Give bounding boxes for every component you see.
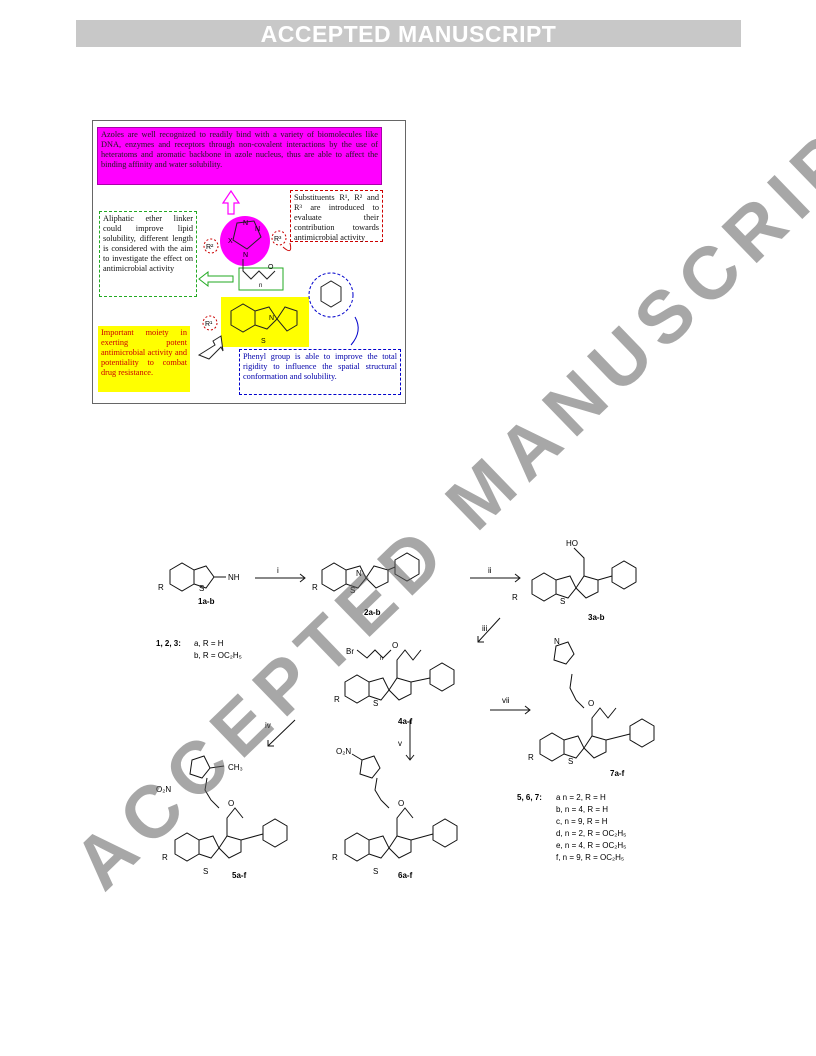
legend-567-a: a n = 2, R = H	[556, 793, 606, 802]
moiety-box: Important moiety in exerting potent anti…	[98, 326, 190, 392]
c5-o-label: O	[228, 799, 234, 808]
linker-n-label: n	[259, 283, 262, 289]
azole-n-label: N	[243, 220, 248, 227]
legend-567-d: d, n = 2, R = OC₂H₅	[556, 829, 626, 838]
legend-567-f: f, n = 9, R = OC₂H₅	[556, 853, 624, 862]
compound-5-label: 5a-f	[232, 871, 247, 880]
compound-4-label: 4a-f	[398, 717, 413, 726]
compound-3-label: 3a-b	[588, 613, 605, 622]
c5-r-label: R	[162, 853, 168, 862]
c6-r-label: R	[332, 853, 338, 862]
c4-s-label: S	[373, 699, 378, 708]
legend-567-c: c, n = 9, R = H	[556, 817, 608, 826]
compound-2-label: 2a-b	[364, 608, 381, 617]
linker-text: Aliphatic ether linker could improve lip…	[103, 214, 193, 273]
legend-567-e: e, n = 4, R = OC₂H₅	[556, 841, 626, 850]
c3-r-label: R	[512, 593, 518, 602]
legend-123-head: 1, 2, 3:	[156, 639, 181, 648]
c4-n-label: n	[380, 656, 383, 662]
azole-n-label-2: N	[255, 226, 260, 233]
r3-label: R³	[274, 236, 282, 243]
c2-r-label: R	[312, 583, 318, 592]
substituents-text: Substituents R¹, R² and R³ are introduce…	[294, 193, 379, 242]
c6-s-label: S	[373, 867, 378, 876]
c1-nh2-label: NH	[228, 573, 240, 582]
legend-567-b: b, n = 4, R = H	[556, 805, 608, 814]
abstract-n-label: N	[269, 315, 274, 322]
azole-n-label-3: N	[243, 252, 248, 259]
graphical-abstract: Azoles are well recognized to readily bi…	[92, 120, 406, 404]
c6-o2n-label: O₂N	[336, 747, 351, 756]
c1-r-label: R	[158, 583, 164, 592]
legend-123-b: b, R = OC₂H₅	[194, 651, 242, 660]
linker-o-label: O	[268, 264, 274, 271]
reagent-i: i	[277, 566, 279, 575]
c3-ho-label: HO	[566, 539, 578, 548]
c7-n-label: N	[554, 637, 560, 646]
reagent-v: v	[398, 739, 402, 748]
accepted-manuscript-banner: ACCEPTED MANUSCRIPT	[76, 20, 741, 47]
moiety-text: Important moiety in exerting potent anti…	[101, 328, 187, 377]
phenyl-box: Phenyl group is able to improve the tota…	[239, 349, 401, 395]
compound-7-label: 7a-f	[610, 769, 625, 778]
abstract-structure: N N X N R² R³ O n S N R¹	[197, 189, 359, 360]
reagent-iii: iii	[482, 624, 488, 633]
c5-s-label: S	[203, 867, 208, 876]
c2-n-label: N	[356, 569, 362, 578]
c4-o-label: O	[392, 641, 398, 650]
r1-label: R¹	[205, 321, 213, 328]
c5-ch3-label: CH₃	[228, 763, 243, 772]
legend-567-head: 5, 6, 7:	[517, 793, 542, 802]
c7-r-label: R	[528, 753, 534, 762]
c4-r-label: R	[334, 695, 340, 704]
c1-s-label: S	[199, 584, 204, 593]
azole-x-label: X	[228, 238, 233, 245]
substituents-box: Substituents R¹, R² and R³ are introduce…	[290, 190, 383, 242]
c5-o2n-label: O₂N	[156, 785, 171, 794]
abstract-s-label: S	[261, 338, 266, 345]
synthesis-scheme: R NH S 1a-b i R S N 2a-b ii HO R S 3a-b …	[156, 539, 655, 880]
compound-6-label: 6a-f	[398, 871, 413, 880]
reagent-iv: iv	[265, 721, 271, 730]
compound-1-label: 1a-b	[198, 597, 215, 606]
c3-s-label: S	[560, 597, 565, 606]
c2-s-label: S	[350, 586, 355, 595]
azole-box: Azoles are well recognized to readily bi…	[97, 127, 382, 185]
c4-br-label: Br	[346, 647, 354, 656]
c6-o-label: O	[398, 799, 404, 808]
azole-text: Azoles are well recognized to readily bi…	[101, 130, 378, 169]
reagent-ii: ii	[488, 566, 492, 575]
c7-o-label: O	[588, 699, 594, 708]
legend-123-a: a, R = H	[194, 639, 224, 648]
r2-label: R²	[206, 244, 214, 251]
c7-s-label: S	[568, 757, 573, 766]
banner-text: ACCEPTED MANUSCRIPT	[260, 21, 557, 47]
phenyl-text: Phenyl group is able to improve the tota…	[243, 352, 397, 381]
reagent-vii: vii	[502, 696, 510, 705]
linker-box: Aliphatic ether linker could improve lip…	[99, 211, 197, 297]
